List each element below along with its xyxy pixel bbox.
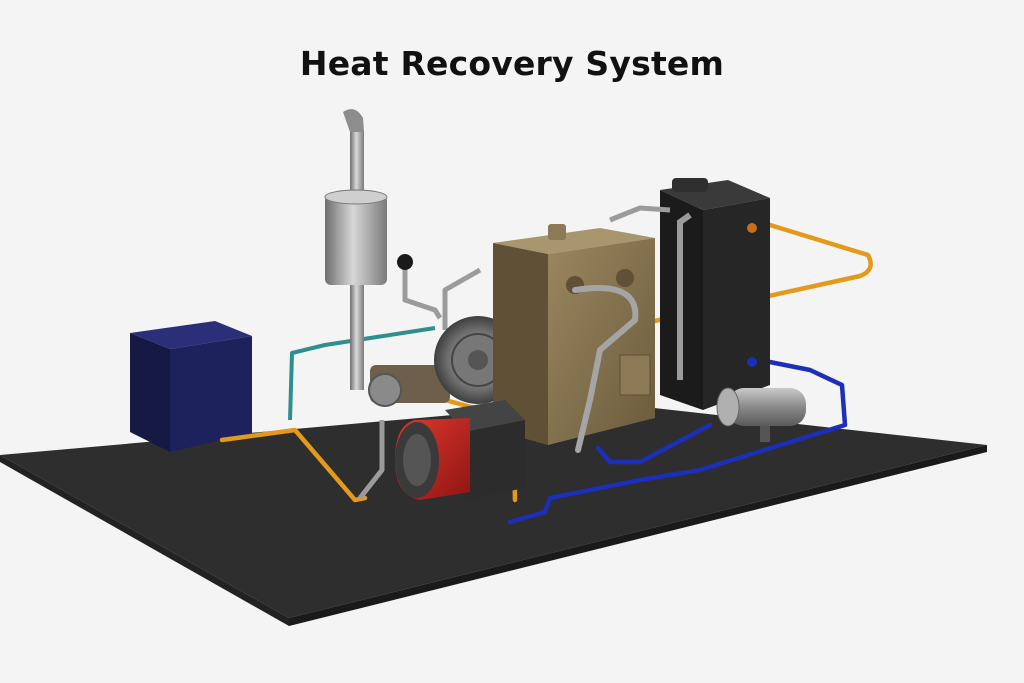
valve-knob-icon bbox=[397, 254, 413, 270]
teal-pipe bbox=[288, 326, 436, 421]
heat-exchanger-icon bbox=[660, 178, 770, 410]
engine-block-icon bbox=[493, 224, 655, 445]
muffler-icon bbox=[324, 189, 388, 285]
filter-canister-icon bbox=[716, 387, 806, 442]
pump-motor-icon bbox=[395, 400, 525, 500]
supply-pipe bbox=[609, 205, 671, 223]
exhaust-pipe bbox=[358, 265, 482, 500]
return-pipe bbox=[677, 212, 692, 380]
coolant-pipe bbox=[572, 285, 639, 453]
storage-tank-icon bbox=[130, 321, 252, 452]
cold-water-pipe bbox=[507, 357, 848, 525]
diagram-title: Heat Recovery System bbox=[299, 44, 725, 83]
